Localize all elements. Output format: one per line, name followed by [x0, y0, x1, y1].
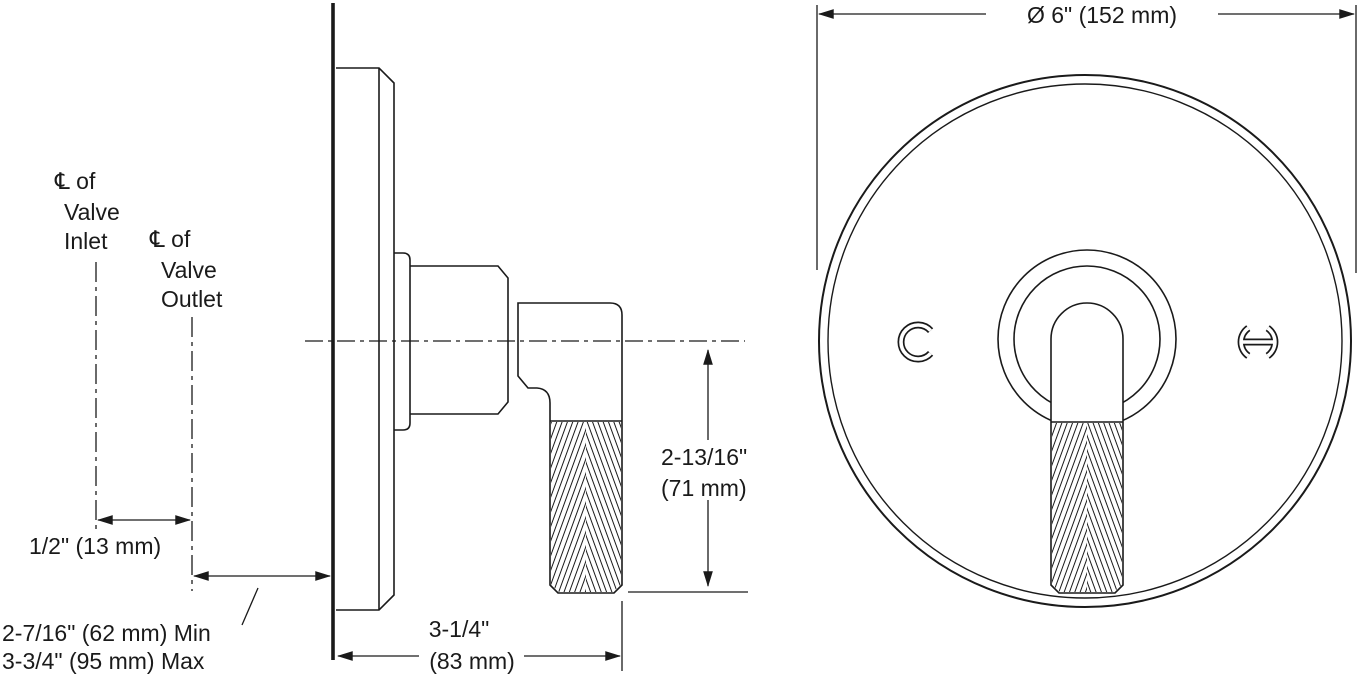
outlet-label-line2: Valve — [161, 257, 217, 283]
knurl-texture-front-left — [1052, 423, 1087, 592]
knurl-texture-front-right — [1087, 423, 1122, 592]
hot-marking-glyph — [1237, 325, 1279, 359]
dim-projection-mm: (83 mm) — [429, 648, 515, 674]
dim-depth-max: 3-3/4" (95 mm) Max — [2, 648, 205, 674]
dim-handle-drop-in: 2-13/16" — [661, 444, 748, 470]
inlet-label-line3: Inlet — [64, 228, 108, 254]
outlet-label-line3: Outlet — [161, 286, 223, 312]
outlet-label-line1: ℄ of — [150, 226, 191, 252]
escutcheon-side-profile — [336, 67, 395, 611]
knurl-texture-side-right — [586, 422, 621, 592]
cold-marking-glyph — [897, 321, 934, 363]
dimension-lines — [95, 5, 1357, 671]
front-view — [818, 74, 1352, 608]
inlet-label-line2: Valve — [64, 199, 120, 225]
inlet-label-line1: ℄ of — [55, 168, 96, 194]
valve-sleeve — [410, 265, 509, 415]
dim-projection-in: 3-1/4" — [428, 616, 490, 642]
handle-side-profile — [517, 302, 623, 594]
dim-depth-min: 2-7/16" (62 mm) Min — [2, 620, 211, 646]
plate-outer-circle — [818, 74, 1352, 608]
depth-leader — [241, 587, 259, 626]
knurl-texture-side-left — [551, 422, 586, 592]
side-view — [305, 3, 745, 660]
dim-handle-drop-mm: (71 mm) — [661, 475, 747, 501]
dim-inlet-offset: 1/2" (13 mm) — [29, 533, 162, 559]
dim-plate-diameter: Ø 6" (152 mm) — [1026, 2, 1178, 28]
plate-inner-circle — [827, 83, 1343, 599]
